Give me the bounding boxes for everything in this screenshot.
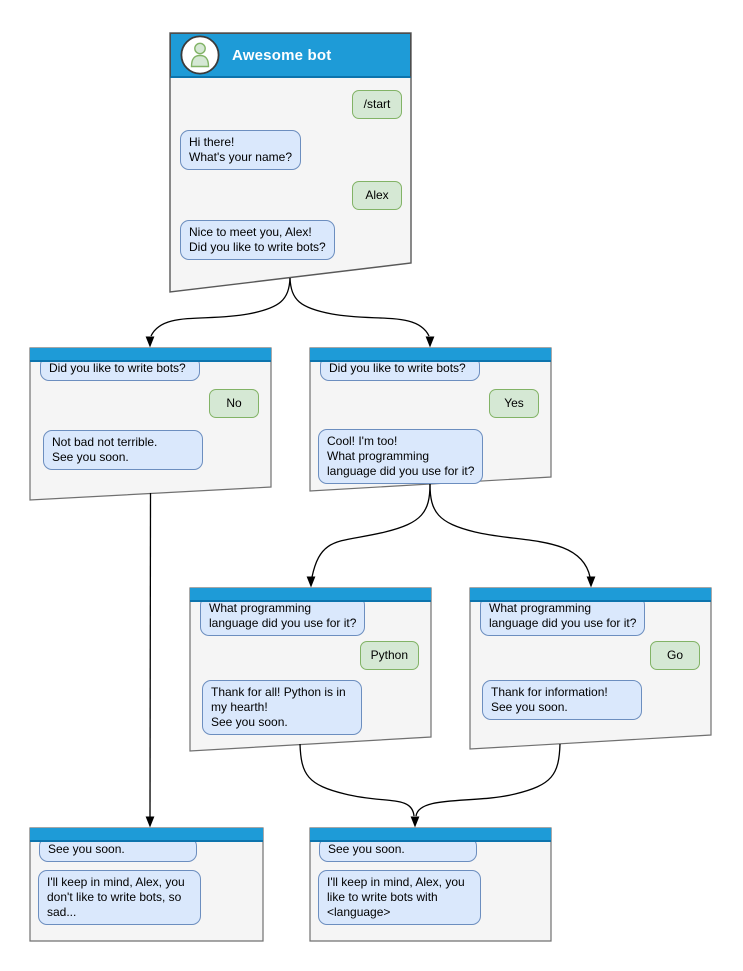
message-bubble-user: Alex: [352, 181, 402, 210]
message-bubble-bot: What programming language did you use fo…: [480, 596, 646, 636]
bot-avatar-person-icon: [180, 35, 220, 75]
message-bubble-bot: Cool! I'm too! What programming language…: [318, 429, 484, 484]
message-bubble-bot: Thank for information! See you soon.: [482, 680, 642, 720]
connector-main-to-no: [150, 277, 291, 337]
connector-main-to-yes: [289, 277, 430, 337]
window-branch-python-titlebar: [190, 588, 431, 602]
arrowhead-to-no: [145, 336, 155, 348]
window-branch-go-titlebar: [470, 588, 711, 602]
window-end-yes-titlebar: [310, 828, 551, 842]
window-branch-yes-titlebar: [310, 348, 551, 362]
arrowhead-to-go: [586, 576, 596, 588]
window-main-title: Awesome bot: [232, 46, 332, 64]
message-bubble-user: Go: [650, 641, 700, 670]
message-bubble-bot: I'll keep in mind, Alex, you don't like …: [38, 870, 201, 925]
arrowhead-to-yes: [425, 336, 435, 348]
message-bubble-user: Yes: [489, 389, 539, 418]
message-bubble-bot: I'll keep in mind, Alex, you like to wri…: [318, 870, 481, 925]
window-main-titlebar: Awesome bot: [170, 33, 411, 78]
connector-python-to-end: [299, 743, 415, 817]
message-bubble-bot: Nice to meet you, Alex! Did you like to …: [180, 220, 335, 260]
connector-no-to-end: [149, 492, 152, 818]
connector-yes-to-go: [429, 483, 591, 578]
message-bubble-bot: Hi there! What's your name?: [180, 130, 302, 170]
connector-yes-to-python: [311, 483, 431, 578]
connector-go-to-end: [415, 743, 561, 817]
message-bubble-bot: Not bad not terrible. See you soon.: [43, 430, 203, 470]
message-bubble-bot: Thank for all! Python is in my hearth! S…: [202, 680, 362, 735]
message-bubble-user: /start: [352, 90, 402, 119]
arrowhead-to-python: [306, 576, 316, 588]
window-end-no-titlebar: [30, 828, 263, 842]
window-branch-no-titlebar: [30, 348, 271, 362]
message-bubble-user: No: [209, 389, 259, 418]
arrowhead-to-end-no: [145, 816, 155, 828]
message-bubble-user: Python: [359, 641, 419, 670]
arrowhead-to-end-yes: [410, 816, 420, 828]
message-bubble-bot: What programming language did you use fo…: [200, 596, 366, 636]
